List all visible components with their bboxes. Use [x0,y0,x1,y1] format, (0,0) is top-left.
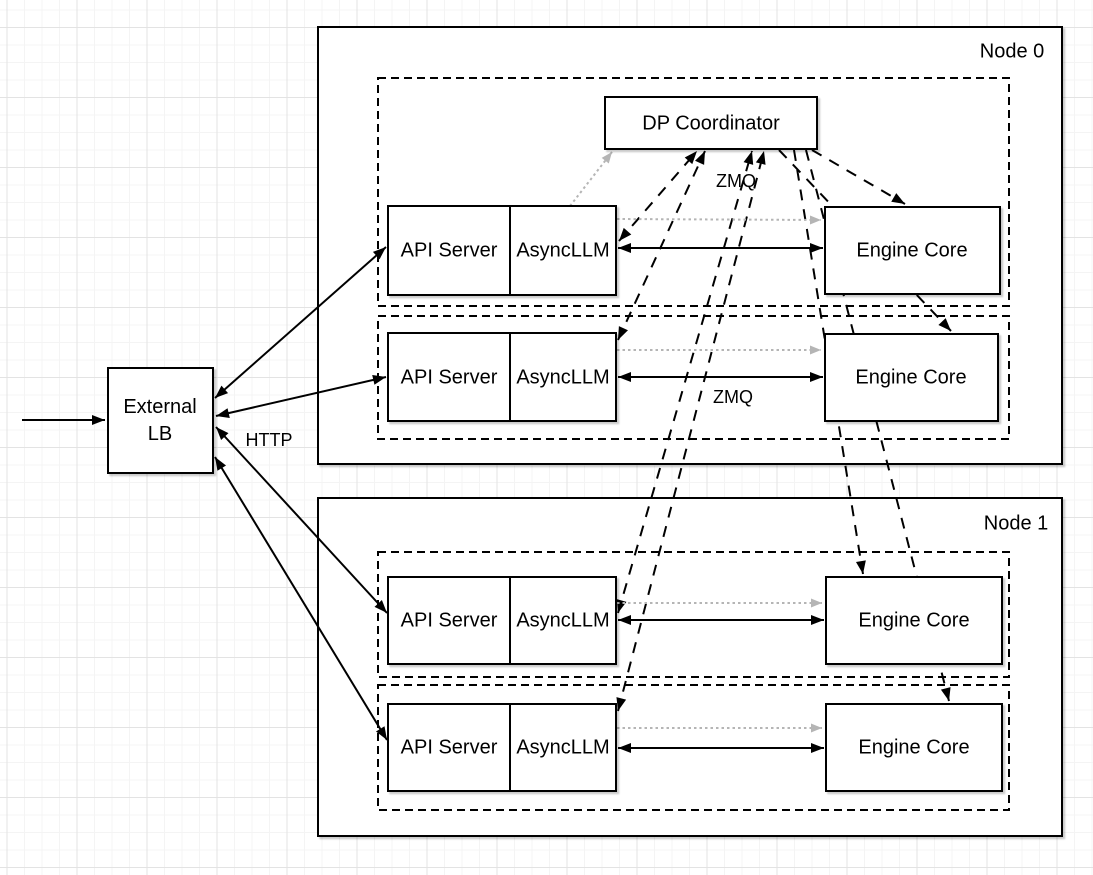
engine-core-node0-a-box [824,206,1001,295]
engine-core-node0-b-box [824,333,999,422]
asyncllm-coordinator-dotted [569,151,613,207]
engine-core-node1-a-box [825,576,1003,665]
external-lb-api-node1-b [214,456,388,741]
coordinator-engine-node0-a [811,149,906,205]
api-asyncllm-node0-a-box [387,205,617,296]
asyncllm-engine-dotted-node0-a [616,215,822,225]
external-lb-api-node0-b [215,375,387,418]
coordinator-engine-node1-b [805,149,951,702]
api-asyncllm-node0-b-box [387,332,617,422]
api-asyncllm-node1-b-box [387,703,617,792]
dp-coordinator-box [604,96,818,150]
coordinator-asyncllm-node1-b [616,150,766,712]
external-lb-box [107,367,214,474]
api-asyncllm-node1-a-box [387,576,617,665]
engine-core-node1-b-box [825,703,1003,792]
external-lb-api-node0-a [214,246,387,399]
